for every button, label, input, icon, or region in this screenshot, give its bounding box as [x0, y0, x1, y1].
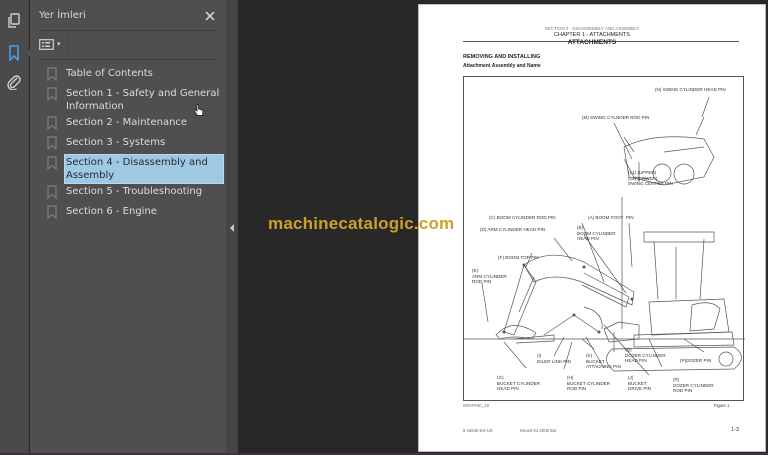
bookmark-icon [47, 136, 57, 150]
figure-attachment-diagram: (N) SWING CYLINDER HEAD PIN (M) SWING CY… [463, 76, 745, 401]
bookmark-icon [47, 156, 57, 170]
attachments-button[interactable] [5, 73, 23, 91]
label-l: (L1) (UPPER) (L2) (LOWER) SWING CENTER P… [628, 170, 673, 187]
hand-cursor-icon [194, 104, 204, 116]
excavator-diagram [464, 96, 745, 376]
bookmark-section-6[interactable]: Section 6 - Engine [47, 204, 223, 219]
left-tool-rail [0, 0, 30, 455]
attachment-icon [7, 75, 21, 90]
page-number: 1-3 [731, 427, 739, 433]
active-pointer [26, 49, 30, 57]
label-d: (D) ARM CYLINDER HEAD PIN [480, 227, 546, 232]
label-e: (E) ARM CYLINDER ROD PIN [472, 268, 507, 285]
divider [38, 59, 218, 60]
label-q: (Q) DOZER CYLINDER HEAD PIN [625, 347, 666, 364]
collapse-panel-arrow-icon[interactable] [230, 224, 234, 232]
bookmark-icon [47, 87, 57, 101]
bookmark-section-3[interactable]: Section 3 - Systems [47, 135, 223, 150]
label-k: (K) BUCKET ATTACHING PIN [586, 353, 621, 370]
bookmark-label: Section 3 - Systems [66, 137, 166, 148]
pages-thumbnail-button[interactable] [5, 12, 23, 30]
label-p: (P)DOZER PIN [680, 358, 712, 363]
figure-label: Figure 1 [714, 403, 730, 408]
divider [38, 30, 218, 31]
label-m: (M) SWING CYLNDER ROD PIN [582, 115, 650, 120]
pages-icon [8, 13, 20, 28]
list-options-icon [39, 38, 54, 50]
watermark-text: machinecatalogic.com [268, 214, 455, 233]
label-r: (R) DOZER CYLINDER ROD PIN [673, 377, 714, 394]
label-n: (N) SWING CYLINDER HEAD PIN [655, 87, 726, 92]
bookmark-icon [47, 67, 57, 81]
pdf-page: SECTION 4 - DISASSEMBLY AND ASSEMBLY CHA… [418, 4, 766, 452]
bookmark-options-button[interactable]: ▾ [39, 37, 63, 51]
label-j: (J) BUCKET DRIVE PIN [628, 375, 651, 392]
page-header-chapter: CHAPTER 1 - ATTACHMENTS [554, 32, 630, 38]
label-f: (F) BOOM TOP PIN [498, 255, 539, 260]
label-h: (H) BUCKET CYLINDER ROD PIN [567, 375, 611, 392]
close-icon [205, 11, 215, 21]
bookmark-icon [9, 45, 19, 61]
chevron-down-icon: ▾ [57, 40, 61, 48]
figure-title: Attachment Assembly and Name [463, 63, 541, 69]
footer-issued: Issued 01-2008 Bur [520, 428, 557, 433]
bookmarks-panel: Yer İmleri ▾ Table of Contents Sec [30, 0, 226, 455]
panel-title: Yer İmleri [39, 10, 86, 21]
bookmark-section-1[interactable]: Section 1 - Safety and General Informati… [47, 86, 223, 114]
label-g: (G) BUCKET CYLINDER HEAD PIN [497, 375, 541, 392]
header-rule [463, 41, 739, 42]
bookmarks-button[interactable] [5, 44, 23, 62]
footer-doc-number: 5-15840 EN-US [463, 428, 493, 433]
bookmark-section-2[interactable]: Section 2 - Maintenance [47, 115, 223, 130]
bookmark-icon [47, 185, 57, 199]
bookmark-icon [47, 116, 57, 130]
divider [67, 35, 68, 53]
bookmark-label: Section 6 - Engine [66, 206, 157, 217]
label-i: (I) IDLER LINK PIN [537, 353, 571, 364]
window-bottom-edge [0, 453, 768, 455]
bookmark-table-of-contents[interactable]: Table of Contents [47, 66, 223, 81]
bookmark-label: Table of Contents [66, 68, 153, 79]
page-title: ATTACHMENTS [567, 39, 617, 46]
section-subtitle: REMOVING AND INSTALLING [463, 54, 541, 60]
graphic-id: GRAPHIC_10 [463, 403, 490, 408]
bookmark-label: Section 5 - Troubleshooting [66, 186, 203, 197]
bookmark-section-5[interactable]: Section 5 - Troubleshooting [47, 184, 223, 199]
bookmark-section-4[interactable]: Section 4 - Disassembly and Assembly [47, 154, 224, 184]
close-panel-button[interactable] [203, 8, 217, 22]
label-c: (C) BOOM CYLINDER ROD PIN [489, 215, 556, 220]
label-a: (A) BOOM FOOT PIN [588, 215, 634, 220]
bookmark-icon [47, 205, 57, 219]
panel-splitter[interactable] [226, 0, 238, 455]
bookmark-label: Section 2 - Maintenance [66, 117, 188, 128]
bookmark-label: Section 4 - Disassembly and Assembly [64, 154, 224, 184]
page-header-section: SECTION 4 - DISASSEMBLY AND ASSEMBLY [544, 26, 640, 31]
label-b: (B) BOOM CYLINDER HEAD PIN [577, 225, 616, 242]
bookmark-label: Section 1 - Safety and General Informati… [66, 88, 220, 112]
